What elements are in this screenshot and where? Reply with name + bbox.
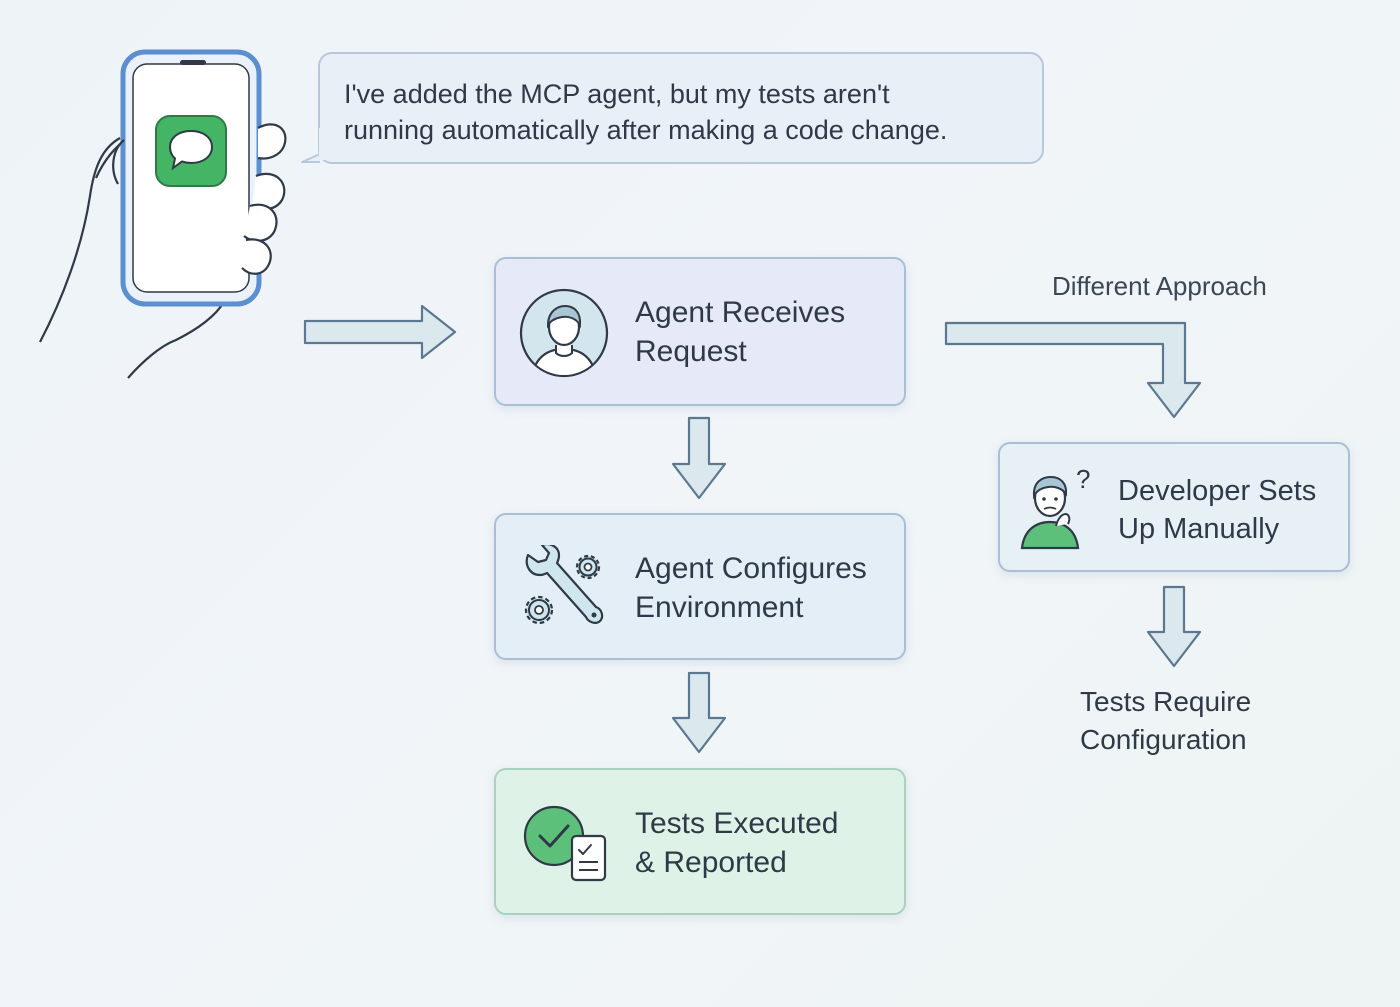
confused-person-icon: ? [1020, 468, 1090, 550]
svg-text:?: ? [1076, 468, 1090, 494]
step-receive-line-1: Agent Receives [635, 296, 846, 329]
step-developer-manual: ? Developer Sets Up Manually [998, 442, 1350, 572]
message-bubble: I've added the MCP agent, but my tests a… [318, 52, 1044, 164]
step-configure-line-1: Agent Configures [635, 552, 867, 585]
chat-bubble-icon [155, 115, 227, 187]
step-agent-receives: Agent Receives Request [494, 257, 906, 406]
tests-require-configuration: Tests Require Configuration [1080, 683, 1251, 759]
bubble-tail [301, 128, 330, 163]
step-receive-line-2: Request [635, 335, 747, 368]
arrow-down-3 [1146, 585, 1202, 668]
different-approach-label: Different Approach [1052, 271, 1267, 301]
step-tests-executed: Tests Executed & Reported [494, 768, 906, 915]
message-line-2: running automatically after making a cod… [344, 115, 948, 145]
step-executed-line-1: Tests Executed [635, 807, 839, 840]
message-line-1: I've added the MCP agent, but my tests a… [344, 79, 890, 109]
step-manual-line-1: Developer Sets [1118, 475, 1317, 507]
step-manual-line-2: Up Manually [1118, 513, 1280, 545]
arrow-elbow [944, 321, 1202, 419]
arrow-down-2 [671, 671, 727, 754]
wrench-gears-icon [524, 545, 604, 625]
arrow-right [303, 304, 457, 360]
arrow-down-1 [671, 416, 727, 500]
step-executed-line-2: & Reported [635, 846, 787, 879]
step-configure-line-2: Environment [635, 591, 804, 624]
user-avatar-icon [519, 288, 609, 378]
result-line-2: Configuration [1080, 724, 1247, 755]
step-agent-configures: Agent Configures Environment [494, 513, 906, 660]
check-clipboard-icon [523, 805, 607, 882]
result-line-1: Tests Require [1080, 686, 1252, 717]
